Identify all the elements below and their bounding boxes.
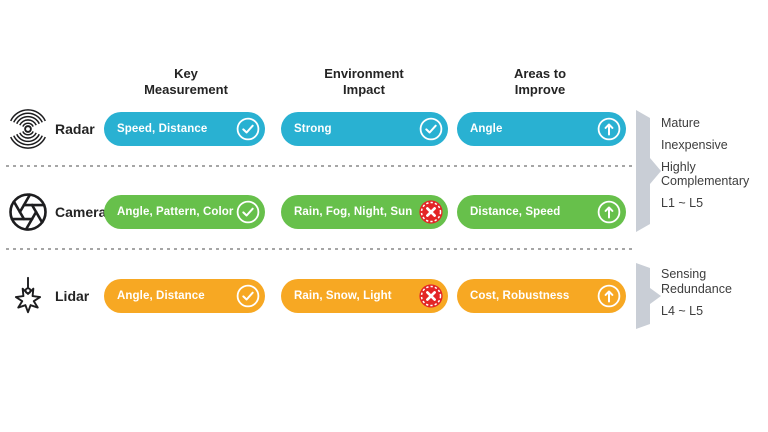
radar-camera-bracket bbox=[636, 110, 662, 232]
column-header-areas-to-improve: Areas to Improve bbox=[513, 66, 567, 97]
lidar-bracket bbox=[636, 263, 662, 329]
pill-label: Distance, Speed bbox=[470, 206, 561, 218]
lidar-areas-to-improve-pill: Cost, Robustness bbox=[457, 279, 626, 313]
pill-label: Rain, Fog, Night, Sun bbox=[294, 206, 413, 218]
radar-row: Radar Speed, Distance Strong Angle bbox=[0, 109, 768, 149]
lidar-note: Sensing Redundance L4 ~ L5 bbox=[661, 267, 765, 325]
pill-label: Angle, Pattern, Color bbox=[117, 206, 234, 218]
check-icon bbox=[235, 116, 261, 142]
camera-row-label: Camera bbox=[55, 204, 107, 220]
lidar-key-measurement-pill: Angle, Distance bbox=[104, 279, 265, 313]
radar-icon bbox=[7, 108, 49, 150]
improve-arrow-icon bbox=[596, 199, 622, 225]
lidar-environment-impact-pill: Rain, Snow, Light bbox=[281, 279, 448, 313]
note-line: Inexpensive bbox=[661, 137, 728, 152]
pill-label: Rain, Snow, Light bbox=[294, 290, 392, 302]
camera-row: Camera Angle, Pattern, Color Rain, Fog, … bbox=[0, 193, 768, 231]
lidar-icon bbox=[7, 275, 49, 317]
note-line: Mature bbox=[661, 116, 700, 130]
note-line: Sensing Redundance bbox=[661, 267, 732, 296]
lidar-row-label: Lidar bbox=[55, 288, 90, 304]
improve-arrow-icon bbox=[596, 116, 622, 142]
dashed-divider bbox=[6, 165, 632, 167]
radar-row-label: Radar bbox=[55, 121, 95, 137]
lidar-row: Lidar Angle, Distance Rain, Snow, Light … bbox=[0, 276, 768, 314]
pill-label: Speed, Distance bbox=[117, 123, 208, 135]
camera-environment-impact-pill: Rain, Fog, Night, Sun bbox=[281, 195, 448, 229]
column-header-key-measurement: Key Measurement bbox=[144, 66, 228, 97]
pill-label: Cost, Robustness bbox=[470, 290, 570, 302]
check-icon bbox=[418, 116, 444, 142]
pill-label: Strong bbox=[294, 123, 332, 135]
dashed-divider bbox=[6, 248, 632, 250]
note-line: L4 ~ L5 bbox=[661, 303, 704, 318]
column-header-environment-impact: Environment Impact bbox=[324, 66, 404, 97]
radar-areas-to-improve-pill: Angle bbox=[457, 112, 626, 146]
radar-key-measurement-pill: Speed, Distance bbox=[104, 112, 265, 146]
note-line: Highly Complementary bbox=[661, 159, 750, 189]
camera-aperture-icon bbox=[7, 191, 49, 233]
cross-icon bbox=[418, 283, 444, 309]
radar-environment-impact-pill: Strong bbox=[281, 112, 448, 146]
camera-key-measurement-pill: Angle, Pattern, Color bbox=[104, 195, 265, 229]
cross-icon bbox=[418, 199, 444, 225]
pill-label: Angle, Distance bbox=[117, 290, 205, 302]
radar-camera-note: Mature Inexpensive Highly Complementary … bbox=[661, 116, 765, 218]
pill-label: Angle bbox=[470, 123, 503, 135]
note-line: L1 ~ L5 bbox=[661, 196, 704, 210]
camera-areas-to-improve-pill: Distance, Speed bbox=[457, 195, 626, 229]
check-icon bbox=[235, 283, 261, 309]
check-icon bbox=[235, 199, 261, 225]
improve-arrow-icon bbox=[596, 283, 622, 309]
